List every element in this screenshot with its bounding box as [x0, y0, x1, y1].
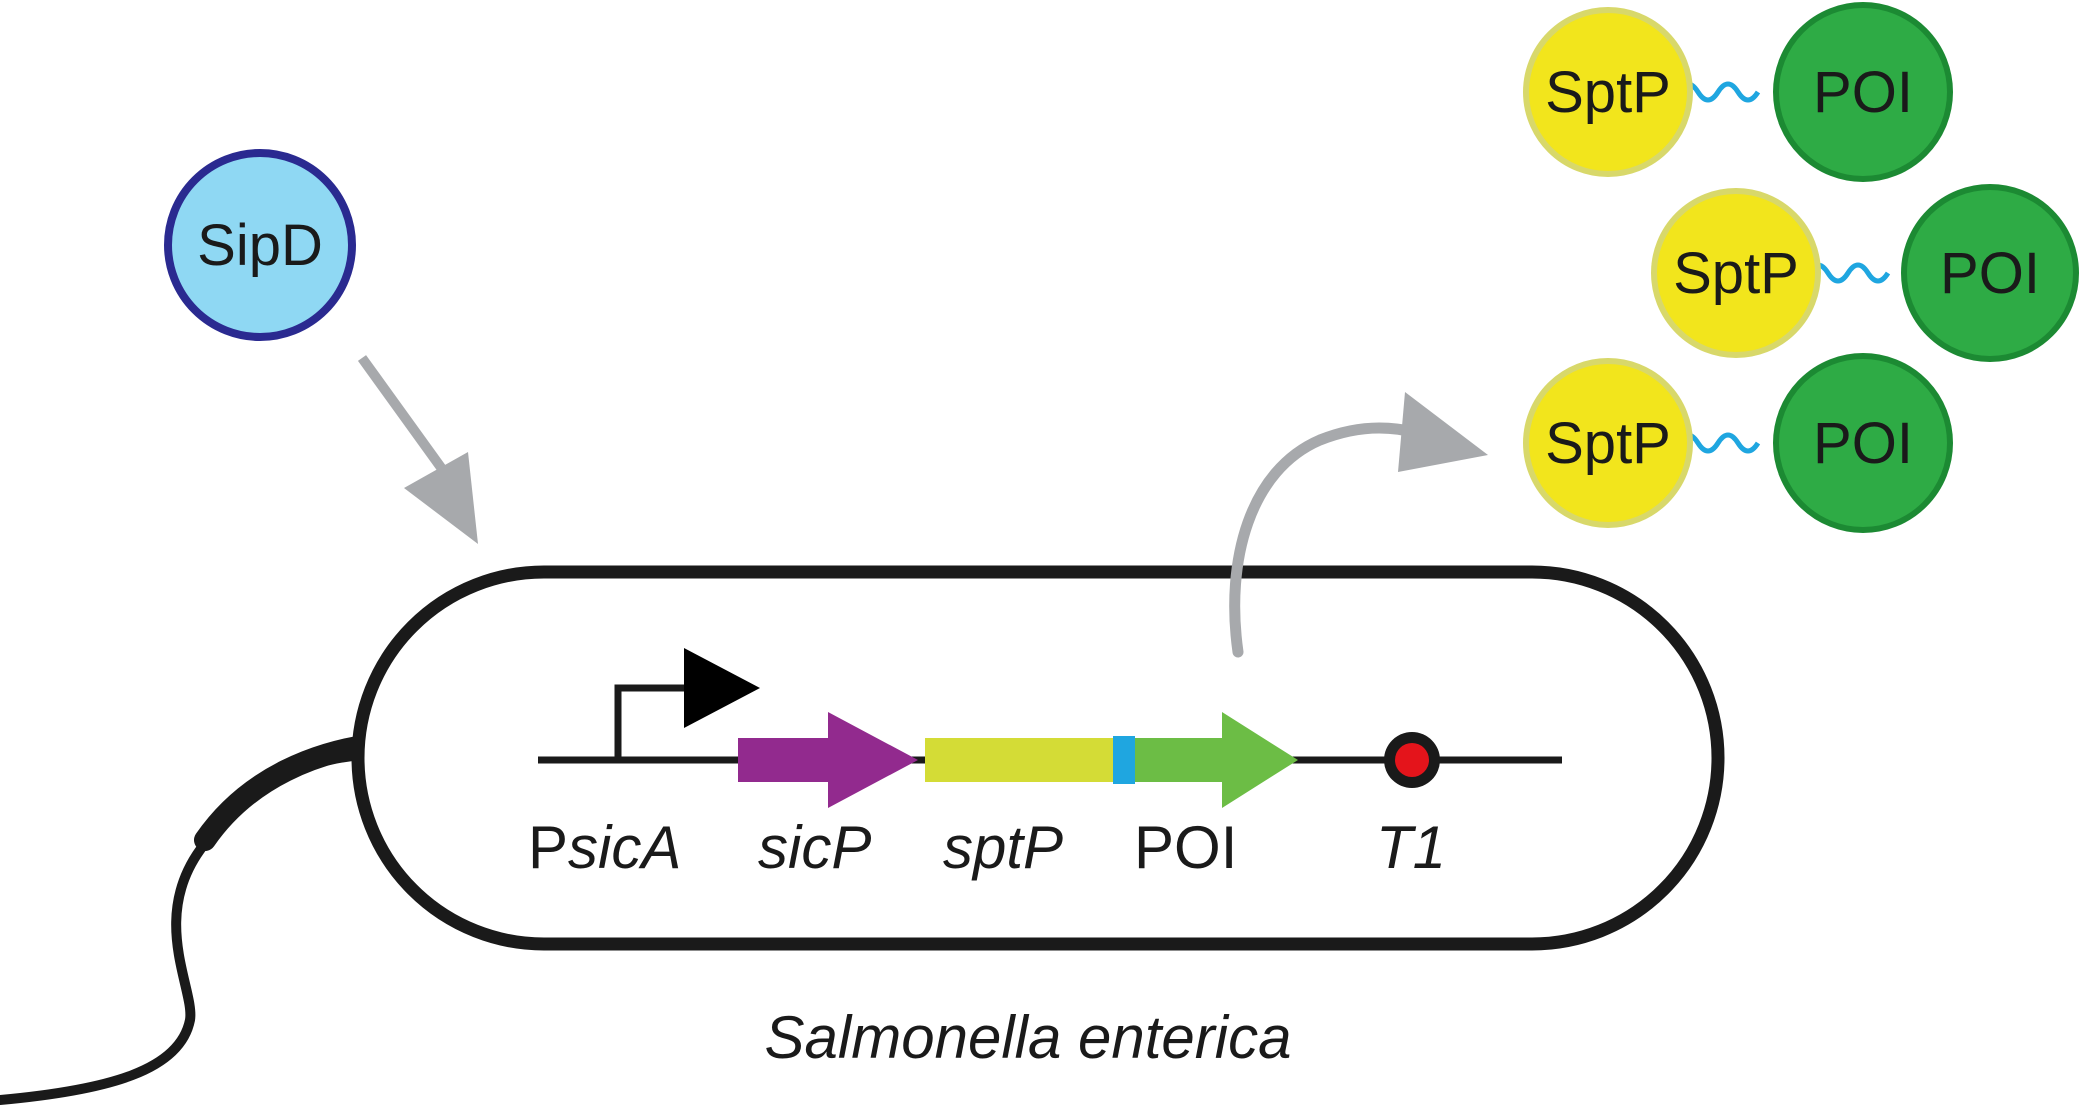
poi-domain	[1901, 184, 2079, 362]
sptp-domain-label: SptP	[1673, 241, 1799, 306]
sipd-protein: SipD	[164, 149, 356, 341]
fusion-protein-1: SptP POI	[1523, 2, 1953, 182]
poi-gene	[1135, 712, 1298, 808]
sipd-induction-arrow	[357, 355, 478, 544]
genetic-construct: PsicA sicP sptP POI T1	[528, 648, 1562, 881]
sicp-label: sicP	[758, 814, 871, 881]
linker-segment	[1113, 736, 1135, 784]
poi-gene-label: POI	[1134, 814, 1237, 881]
poi-domain-label: POI	[1813, 60, 1913, 125]
promoter-label: PsicA	[528, 814, 681, 881]
sipd-circle	[164, 149, 356, 341]
sicp-gene	[738, 712, 918, 808]
promoter-arrow-icon	[614, 648, 760, 760]
sptp-gene-label: sptP	[943, 814, 1063, 881]
poi-domain	[1773, 353, 1953, 533]
fusion-protein-3: SptP POI	[1523, 353, 1953, 533]
sptp-domain	[1523, 358, 1693, 528]
poi-domain-label: POI	[1813, 411, 1913, 476]
poi-domain	[1773, 2, 1953, 182]
sptp-gene	[925, 738, 1113, 782]
sptp-domain	[1651, 188, 1821, 358]
sptp-domain-label: SptP	[1545, 411, 1671, 476]
sptp-domain-label: SptP	[1545, 60, 1671, 125]
flagellum-icon	[0, 750, 367, 1105]
organism-label: Salmonella enterica	[765, 1004, 1292, 1071]
linker-wave	[1805, 262, 1891, 284]
terminator-label: T1	[1376, 814, 1446, 881]
poi-domain-label: POI	[1940, 241, 2040, 306]
sptp-domain	[1523, 7, 1693, 177]
secretion-arrow	[1229, 392, 1488, 658]
terminator-icon	[1384, 732, 1440, 788]
sipd-label: SipD	[197, 213, 323, 278]
fusion-protein-2: SptP POI	[1651, 184, 2079, 362]
